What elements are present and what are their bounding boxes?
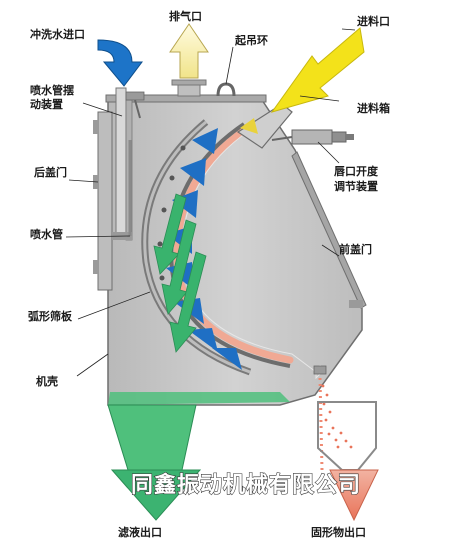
label-spray-swing-device-line2: 动装置 [30, 97, 63, 111]
spray-pipe [128, 140, 186, 281]
label-arc-screen: 弧形筛板 [28, 309, 73, 323]
filtrate-outlet [107, 404, 202, 521]
label-filtrate-outlet: 滤液出口 [118, 525, 162, 539]
exhaust-arrow [169, 23, 209, 79]
label-lip-adjust-line1: 唇口开度 [334, 164, 379, 178]
solids-particles [321, 384, 353, 449]
spray-swing-device [125, 91, 145, 119]
label-exhaust: 排气口 [169, 9, 202, 23]
exhaust-port [169, 23, 209, 97]
label-wash-water-inlet: 冲洗水进口 [30, 27, 85, 41]
lifting-ring [216, 82, 236, 97]
solids-hopper [317, 401, 377, 471]
rear-door [97, 111, 113, 291]
label-lip-adjust-line2: 调节装置 [334, 179, 378, 193]
label-spray-swing-device-line1: 喷水管摆 [30, 83, 74, 97]
filtrate-flow-arrows [153, 193, 207, 353]
lip-adjust-device [271, 129, 354, 145]
label-feed-inlet: 进料口 [357, 14, 390, 28]
label-machine-shell: 机壳 [36, 374, 58, 388]
feed-inlet-arrow [270, 27, 365, 113]
label-feed-box: 进料箱 [357, 101, 390, 115]
label-spray-pipe: 喷水管 [30, 227, 63, 241]
solids-outlet-arrow [329, 469, 379, 522]
solids-outlet-chute [313, 365, 327, 471]
feed-box [236, 103, 293, 149]
label-solids-outlet: 固形物出口 [311, 525, 366, 539]
label-front-door: 前盖门 [339, 242, 372, 256]
label-rear-door: 后盖门 [34, 165, 67, 179]
label-lifting-ring: 起吊环 [234, 33, 268, 47]
water-inlet-arrow [97, 39, 143, 87]
leader-lines [65, 28, 356, 377]
company-watermark: 同鑫振动机械有限公司 [131, 472, 361, 498]
